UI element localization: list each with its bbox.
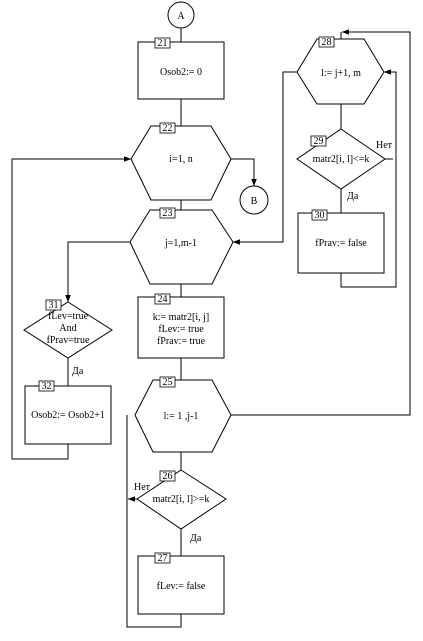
edge-28-23 bbox=[233, 71, 297, 245]
edge-22-b bbox=[231, 158, 257, 186]
svg-text:i=1, n: i=1, n bbox=[169, 154, 192, 165]
label-29-no: Нет bbox=[376, 140, 393, 151]
block-number-28: 28 bbox=[322, 37, 332, 48]
svg-text:B: B bbox=[251, 196, 258, 207]
svg-text:matr2[i, l]<=k: matr2[i, l]<=k bbox=[313, 154, 370, 165]
block-number-31: 31 bbox=[49, 300, 59, 311]
svg-text:fPrav:= false: fPrav:= false bbox=[315, 238, 367, 249]
block-27-process: fLev:= false bbox=[137, 555, 225, 615]
svg-text:j=1,m-1: j=1,m-1 bbox=[164, 238, 197, 249]
block-number-21: 21 bbox=[158, 38, 168, 49]
label-31-yes: Да bbox=[72, 366, 84, 377]
label-29-yes: Да bbox=[347, 191, 359, 202]
block-21-process: Osob2:= 0 bbox=[137, 41, 225, 100]
block-25-loop: l:= 1 ,j-1 bbox=[134, 379, 232, 453]
block-number-32: 32 bbox=[42, 381, 52, 392]
svg-text:fLev=true: fLev=true bbox=[48, 311, 89, 322]
block-32-process: Osob2:= Osob2+1 bbox=[24, 385, 112, 445]
edge-27-loop bbox=[126, 415, 182, 628]
flow-lines bbox=[11, 28, 411, 628]
block-22-loop: i=1, n bbox=[130, 125, 232, 201]
block-number-26: 26 bbox=[163, 471, 173, 482]
block-23-loop: j=1,m-1 bbox=[129, 209, 234, 285]
svg-text:A: A bbox=[177, 11, 185, 22]
block-number-29: 29 bbox=[314, 136, 324, 147]
svg-text:l:= j+1, m: l:= j+1, m bbox=[321, 68, 361, 79]
block-31-decision: fLev=true And fPrav=true bbox=[23, 301, 113, 359]
svg-text:fLev:= false: fLev:= false bbox=[157, 581, 206, 592]
block-number-tags: 21 22 23 24 25 26 27 28 29 30 31 32 bbox=[38, 36, 335, 564]
block-28-loop: l:= j+1, m bbox=[296, 38, 385, 105]
svg-text:l:= 1 ,j-1: l:= 1 ,j-1 bbox=[164, 411, 199, 422]
block-24-process: k:= matr2[i, j] fLev:= true fPrav:= true bbox=[137, 296, 225, 359]
connector-b: B bbox=[239, 185, 269, 215]
edge-30-loop bbox=[340, 69, 397, 288]
edge-23-31 bbox=[65, 241, 130, 302]
label-26-no: Нет bbox=[134, 482, 151, 493]
block-number-23: 23 bbox=[163, 208, 173, 219]
block-29-decision: matr2[i, l]<=k bbox=[296, 128, 386, 190]
connector-a: A bbox=[167, 1, 195, 29]
svg-text:k:= matr2[i, j]: k:= matr2[i, j] bbox=[153, 312, 209, 323]
edge-32-22 bbox=[11, 156, 131, 460]
block-number-25: 25 bbox=[163, 377, 173, 388]
block-26-decision: matr2[i, l]>=k bbox=[136, 469, 227, 530]
block-30-process: fPrav:= false bbox=[297, 212, 385, 274]
svg-text:fPrav=true: fPrav=true bbox=[47, 335, 90, 346]
svg-text:Osob2:= Osob2+1: Osob2:= Osob2+1 bbox=[31, 410, 105, 421]
svg-text:fPrav:= true: fPrav:= true bbox=[157, 336, 206, 347]
svg-text:fLev:= true: fLev:= true bbox=[158, 324, 204, 335]
block-number-27: 27 bbox=[158, 553, 168, 564]
edge-25-28 bbox=[231, 29, 411, 416]
block-number-30: 30 bbox=[315, 210, 325, 221]
label-26-yes: Да bbox=[190, 533, 202, 544]
block-number-24: 24 bbox=[158, 294, 168, 305]
svg-text:Osob2:= 0: Osob2:= 0 bbox=[160, 67, 202, 78]
block-number-22: 22 bbox=[163, 123, 173, 134]
branch-labels: Да Нет Да Нет Да bbox=[72, 140, 393, 544]
svg-text:matr2[i, l]>=k: matr2[i, l]>=k bbox=[153, 494, 210, 505]
svg-text:And: And bbox=[59, 323, 76, 334]
